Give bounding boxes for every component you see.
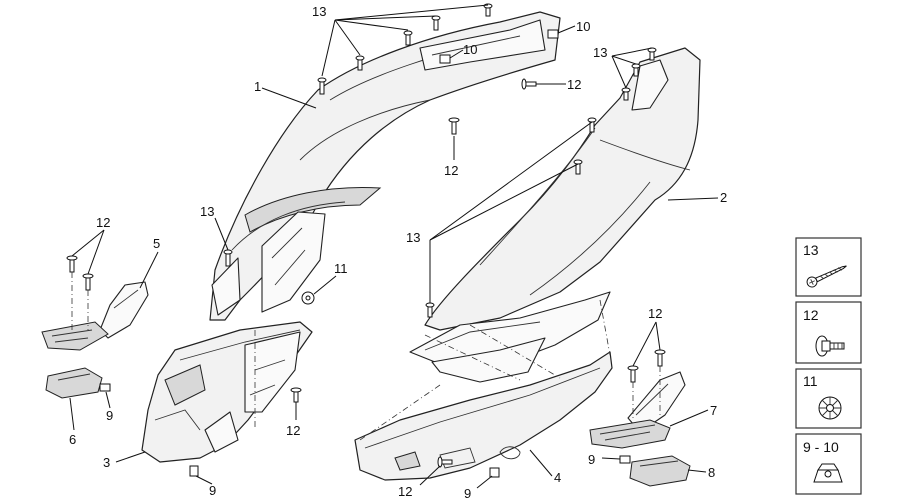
callout-12-middle: 12 xyxy=(444,163,458,178)
callout-12-bottom: 12 xyxy=(398,484,412,499)
callout-3: 3 xyxy=(103,455,110,470)
legend-item-9-10: 9 - 10 xyxy=(795,433,862,495)
hardware-legend: 13 12 11 xyxy=(795,237,862,495)
callout-labels: 13 10 10 13 12 1 12 2 13 12 13 5 11 12 7… xyxy=(69,4,727,501)
part-1-upper-side-panel xyxy=(209,11,561,321)
part-2-rear-side-panel xyxy=(409,47,701,383)
callout-12-right: 12 xyxy=(648,306,662,321)
callout-12-lower-left: 12 xyxy=(286,423,300,438)
callout-4: 4 xyxy=(554,470,561,485)
callout-12-left: 12 xyxy=(96,215,110,230)
part-5-left-bracket xyxy=(41,281,149,351)
callout-1: 1 xyxy=(254,79,261,94)
callout-13-right: 13 xyxy=(593,45,607,60)
callout-11: 11 xyxy=(334,261,348,276)
clip-rivet-icon xyxy=(818,396,842,420)
leader-lines xyxy=(69,4,719,489)
legend-label-12: 12 xyxy=(803,307,819,323)
callout-10-top-right: 10 xyxy=(576,19,590,34)
callout-5: 5 xyxy=(153,236,160,251)
callout-9-bottom-left: 9 xyxy=(209,483,216,498)
legend-label-9-10: 9 - 10 xyxy=(803,439,839,455)
assembly-lines xyxy=(71,272,661,441)
part-6-left-cover xyxy=(45,367,103,399)
callout-9-right: 9 xyxy=(588,452,595,467)
legend-item-12: 12 xyxy=(795,301,862,364)
callout-7: 7 xyxy=(710,403,717,418)
legend-label-11: 11 xyxy=(803,373,818,389)
callout-12-top: 12 xyxy=(567,77,581,92)
callout-8: 8 xyxy=(708,465,715,480)
part-3-lower-inner-panel xyxy=(141,321,313,463)
callout-9-left: 9 xyxy=(106,408,113,423)
part-4-lower-trim-panel xyxy=(354,351,613,481)
callout-13-middle: 13 xyxy=(406,230,420,245)
callout-6: 6 xyxy=(69,432,76,447)
callout-13-left: 13 xyxy=(200,204,214,219)
hardware-screws xyxy=(66,3,666,478)
part-7-right-bracket xyxy=(589,371,686,449)
legend-item-13: 13 xyxy=(795,237,862,297)
speed-nut-icon xyxy=(813,463,843,483)
self-tapping-screw-icon xyxy=(806,265,847,288)
flange-bolt-icon xyxy=(815,335,845,357)
legend-item-11: 11 xyxy=(795,368,862,429)
callout-9-bottom-middle: 9 xyxy=(464,486,471,501)
legend-label-13: 13 xyxy=(803,242,819,258)
callout-13-top: 13 xyxy=(312,4,326,19)
callout-10-inner: 10 xyxy=(463,42,477,57)
callout-2: 2 xyxy=(720,190,727,205)
part-8-right-cover xyxy=(629,455,691,487)
